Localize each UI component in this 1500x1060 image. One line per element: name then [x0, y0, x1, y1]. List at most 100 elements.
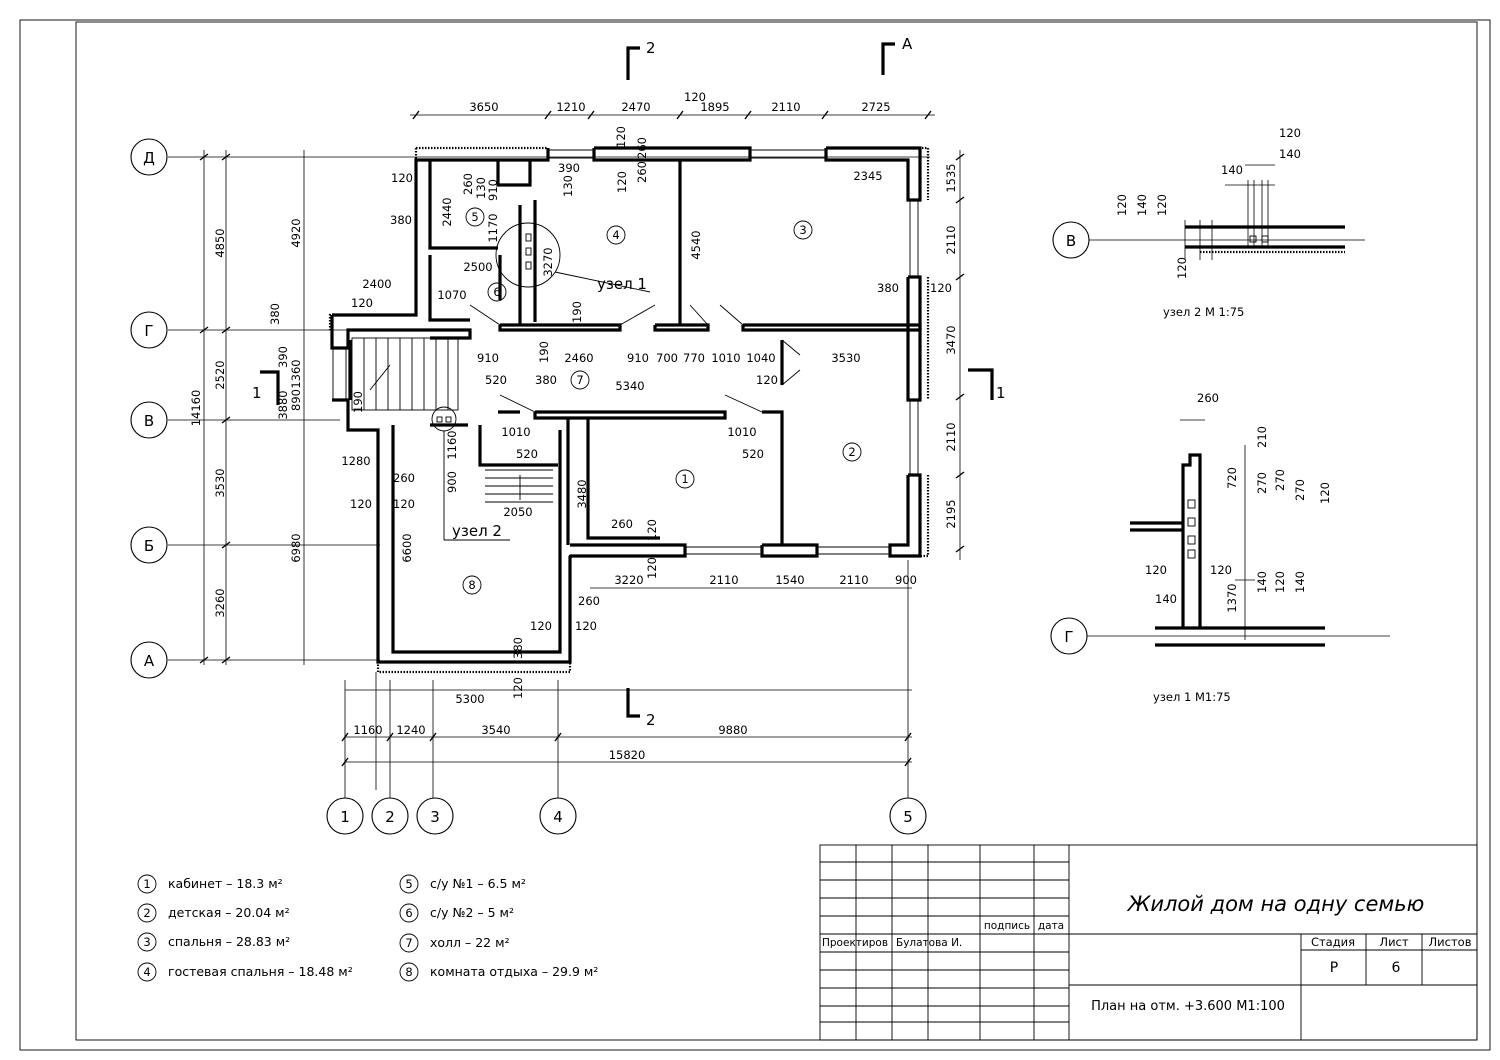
dim-inner-c-2: 260 [393, 471, 415, 485]
col-date: дата [1038, 920, 1064, 932]
room-legend: 1 кабинет – 18.3 м² 2 детская – 20.04 м²… [137, 874, 598, 982]
header-sheets: Листов [1429, 935, 1472, 949]
legend-num-6: 6 [405, 906, 412, 920]
dim-inner-a-7: 260 [635, 161, 649, 183]
node-2-label: узел 2 [452, 522, 502, 540]
axis-label-3: 3 [430, 808, 440, 826]
dim-right-1: 1535 [944, 163, 958, 192]
dim-inner-a-18: 380 [877, 281, 899, 295]
node-2-dim-1: 120 [1279, 126, 1301, 140]
node-1-dim-13: 1370 [1225, 583, 1239, 612]
dim-inner-b-21: 1010 [727, 425, 756, 439]
dim-inner-c-10: 1540 [775, 573, 804, 587]
dim-top-1: 3650 [469, 100, 498, 114]
dim-left-2: 2520 [213, 360, 227, 389]
dimension-lines [203, 114, 961, 790]
axis-bubbles-horizontal: Д Г В Б А [130, 138, 168, 679]
node-2-dim-5: 140 [1135, 194, 1149, 216]
legend-text-7: холл – 22 м² [430, 935, 510, 950]
dim-inner-a-16: 380 [390, 213, 412, 227]
section-1-right: 1 [996, 384, 1006, 402]
node-1-dim-14: 140 [1155, 592, 1177, 606]
axis-label-1: 1 [340, 808, 350, 826]
node-1-caption: узел 1 М1:75 [1153, 690, 1231, 704]
node-1-dim-11: 120 [1273, 571, 1287, 593]
dim-inner-b-6: 1010 [711, 351, 740, 365]
section-markers: 2 A 2 1 1 узел 1 узел 2 [252, 35, 1006, 729]
dim-inner-a-19: 2400 [362, 277, 391, 291]
dim-top-6: 2110 [771, 100, 800, 114]
dim-top-3: 2470 [621, 100, 650, 114]
axis-label-g: Г [144, 322, 153, 340]
col-sign: подпись [984, 920, 1030, 932]
dim-inner-a-5: 130 [474, 177, 488, 199]
room-mark-3: 3 [799, 223, 806, 237]
node-1-dim-2: 210 [1255, 426, 1269, 448]
dim-inner-b-19: 1280 [341, 454, 370, 468]
node-2-dim-6: 120 [1155, 194, 1169, 216]
dim-inner-c-8: 3220 [614, 573, 643, 587]
node-2-dim-3: 140 [1221, 163, 1243, 177]
dim-inner-a-6: 130 [561, 175, 575, 197]
room-marks: 1 2 3 4 5 6 7 8 [462, 207, 862, 595]
dim-inner-b-10: 190 [537, 341, 551, 363]
legend-num-5: 5 [405, 877, 412, 891]
dim-right-3: 3470 [944, 325, 958, 354]
dim-inner-b-16: 3880 [276, 390, 290, 419]
room-mark-4: 4 [612, 228, 619, 242]
dim-inner-b-2: 2460 [564, 351, 593, 365]
node-1-label: узел 1 [597, 275, 647, 293]
dim-top-5: 1895 [700, 100, 729, 114]
dim-inner-c-5: 120 [645, 519, 659, 541]
dim-inner-a-15: 2345 [853, 169, 882, 183]
legend-num-2: 2 [143, 906, 150, 920]
dim-inner-b-22: 520 [516, 447, 538, 461]
node-1-dim-9: 120 [1210, 563, 1232, 577]
legend-text-6: с/у №2 – 5 м² [430, 905, 514, 920]
axis-label-a: А [144, 652, 155, 670]
legend-text-2: детская – 20.04 м² [168, 905, 290, 920]
dim-inner-a-1: 120 [614, 126, 628, 148]
dim-inner-c-14: 120 [530, 619, 552, 633]
dim-inner-c-15: 120 [575, 619, 597, 633]
dimension-ticks [199, 110, 965, 767]
dim-inner-c-1: 2050 [503, 505, 532, 519]
floor-plan-walls [328, 146, 930, 674]
legend-num-8: 8 [405, 965, 412, 979]
legend-text-8: комната отдыха – 29.9 м² [430, 964, 598, 979]
dim-bottom-5: 15820 [609, 748, 646, 762]
room-mark-5: 5 [471, 210, 478, 224]
room-mark-6: 6 [493, 285, 500, 299]
legend-num-4: 4 [143, 965, 150, 979]
dim-right-5: 2195 [944, 499, 958, 528]
room-mark-1: 1 [681, 472, 688, 486]
legend-text-1: кабинет – 18.3 м² [168, 876, 283, 891]
dim-inner-b-3: 910 [627, 351, 649, 365]
dim-top-4: 120 [684, 90, 706, 104]
dim-inner-a-17: 120 [930, 281, 952, 295]
dim-inner-c-11: 2110 [839, 573, 868, 587]
dim-inner-b-17: 890 [289, 389, 303, 411]
outer-frame [19, 19, 1491, 1051]
dim-inner-a-20: 2500 [463, 260, 492, 274]
dim-inner-b-4: 700 [656, 351, 678, 365]
axis-label-v: В [144, 412, 154, 430]
dim-inner-a-2: 120 [391, 171, 413, 185]
dim-inner-b-13: 120 [756, 373, 778, 387]
dim-left-5: 14160 [189, 390, 203, 427]
dim-inner-c-7: 120 [645, 557, 659, 579]
dim-inner-a-4: 390 [558, 161, 580, 175]
dim-inner-a-23: 380 [268, 303, 282, 325]
dim-inner-b-7: 1040 [746, 351, 775, 365]
project-title: Жилой дом на одну семью [1126, 892, 1425, 916]
dim-inner-b-5: 770 [683, 351, 705, 365]
legend-num-7: 7 [405, 936, 412, 950]
dim-inner-c-17: 120 [511, 677, 525, 699]
node-1-dim-6: 270 [1293, 479, 1307, 501]
room-mark-7: 7 [576, 373, 583, 387]
dim-left-1: 4850 [213, 228, 227, 257]
legend-text-4: гостевая спальня – 18.48 м² [168, 964, 353, 979]
dim-left-3: 3530 [213, 468, 227, 497]
dim-inner-c-6: 260 [611, 517, 633, 531]
